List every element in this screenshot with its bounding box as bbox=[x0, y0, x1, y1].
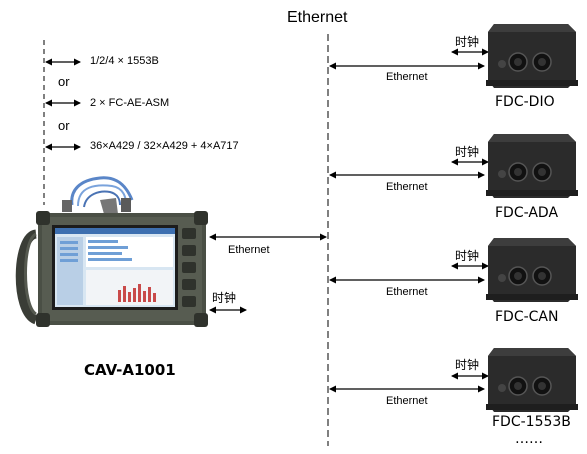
dio-ethernet-label: Ethernet bbox=[386, 71, 428, 83]
main-device-name: CAV-A1001 bbox=[84, 361, 176, 379]
dio-device-name: FDC-DIO bbox=[495, 94, 555, 110]
main-device-image bbox=[15, 176, 208, 327]
bus-option-a429: 36×A429 / 32×A429 + 4×A717 bbox=[90, 140, 239, 152]
main-ethernet-label: Ethernet bbox=[228, 244, 270, 256]
bus-option-fc: 2 × FC-AE-ASM bbox=[90, 97, 170, 109]
1553b-ethernet-label: Ethernet bbox=[386, 395, 428, 407]
ada-device-name: FDC-ADA bbox=[495, 205, 559, 221]
1553b-device-name: FDC-1553B bbox=[492, 414, 571, 430]
device-image-dio bbox=[486, 24, 578, 88]
or-label-1: or bbox=[58, 74, 70, 89]
can-clock-label: 时钟 bbox=[455, 249, 480, 263]
1553b-clock-label: 时钟 bbox=[455, 358, 480, 372]
device-image-can bbox=[486, 238, 578, 302]
main-clock-label: 时钟 bbox=[212, 291, 237, 305]
device-image-ada bbox=[486, 134, 578, 198]
ethernet-title: Ethernet bbox=[287, 9, 348, 26]
can-device-name: FDC-CAN bbox=[495, 309, 559, 325]
ada-ethernet-label: Ethernet bbox=[386, 181, 428, 193]
dio-clock-label: 时钟 bbox=[455, 35, 480, 49]
device-image-1553b bbox=[486, 348, 578, 412]
can-ethernet-label: Ethernet bbox=[386, 286, 428, 298]
ellipsis: …… bbox=[515, 431, 543, 447]
ada-clock-label: 时钟 bbox=[455, 145, 480, 159]
bus-option-1553b: 1/2/4 × 1553B bbox=[90, 55, 159, 67]
or-label-2: or bbox=[58, 118, 70, 133]
